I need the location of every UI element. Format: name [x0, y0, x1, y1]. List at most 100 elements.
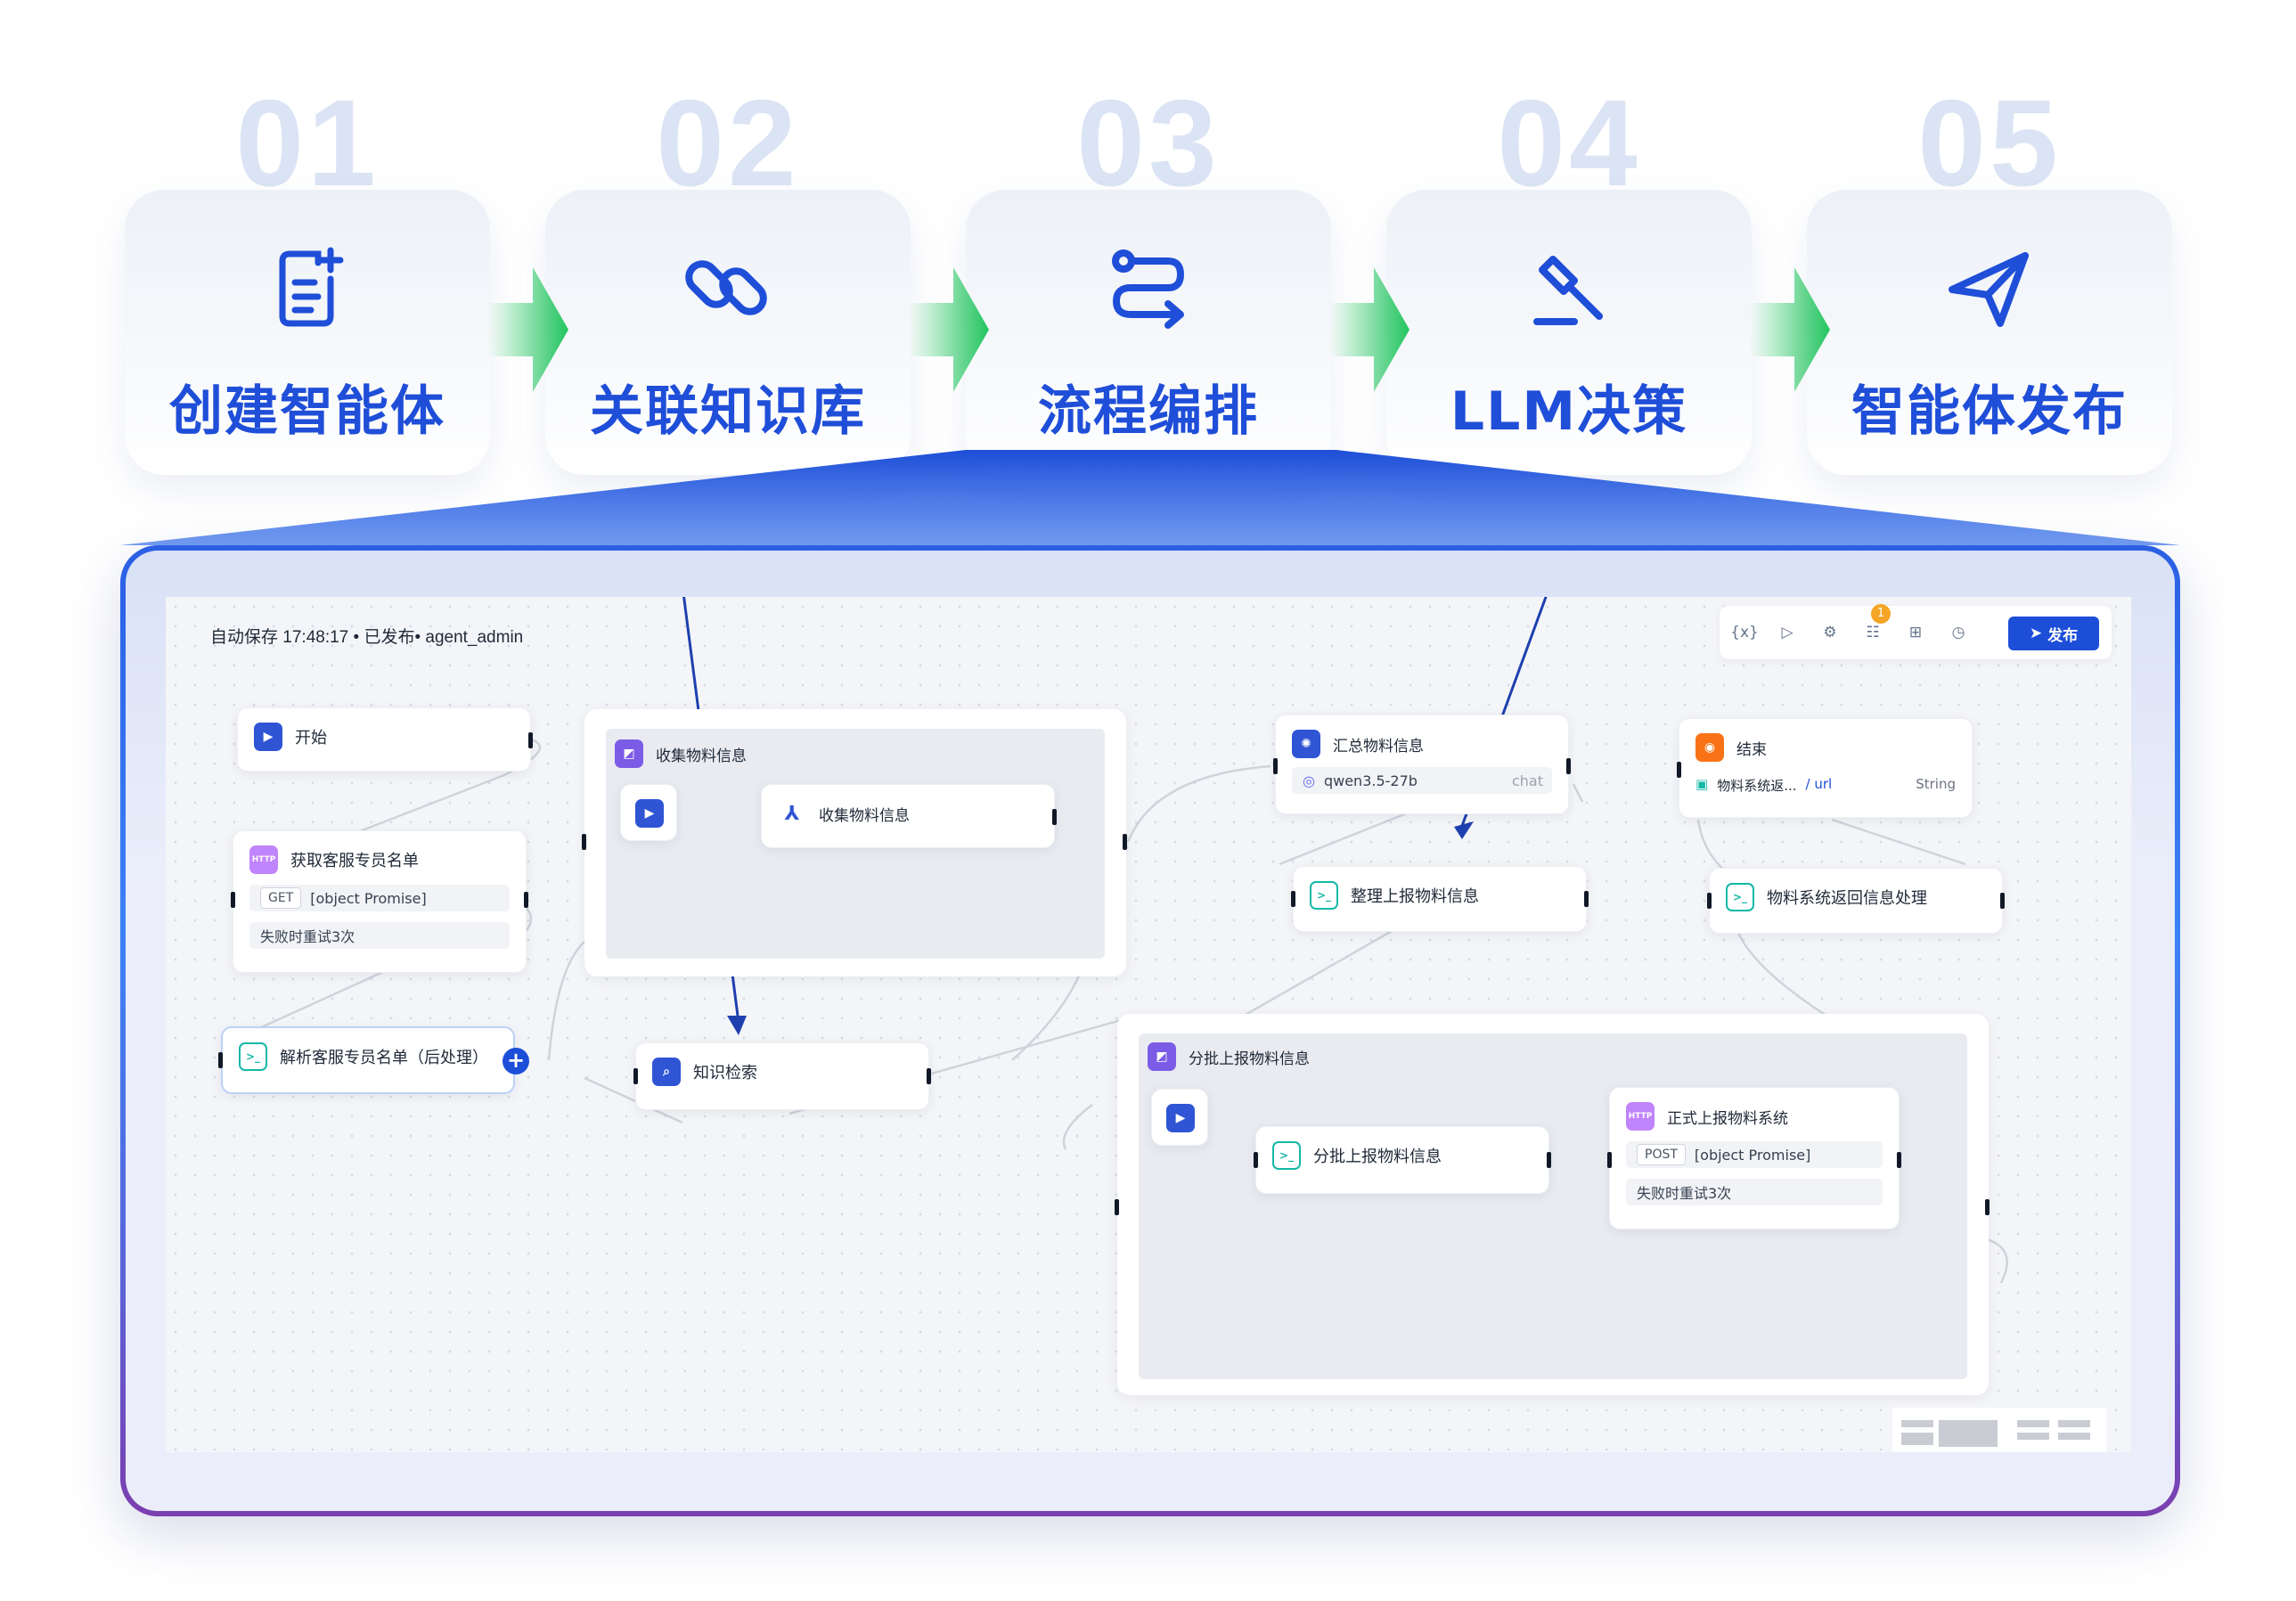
stop-icon: ◉ — [1695, 733, 1724, 762]
output-port[interactable] — [1566, 758, 1571, 774]
send-icon — [1949, 252, 2029, 327]
input-port[interactable] — [231, 892, 235, 908]
retry-row: 失败时重试3次 — [249, 922, 510, 949]
step-title: LLM决策 — [1450, 380, 1688, 443]
output-port[interactable] — [1123, 834, 1127, 850]
node-title: 知识检索 — [693, 1064, 757, 1082]
input-port[interactable] — [1707, 893, 1712, 909]
node-code-batch[interactable]: >_ 分批上报物料信息 — [1254, 1126, 1551, 1194]
variable-icon[interactable]: {x} — [1730, 624, 1759, 641]
step-title: 关联知识库 — [590, 380, 866, 443]
step-card-link-kb: 关联知识库 — [545, 190, 911, 475]
loop-start[interactable]: ▶ — [1151, 1089, 1208, 1146]
publish-label: 发布 — [2047, 626, 2079, 645]
input-port[interactable] — [1291, 891, 1295, 907]
arrow-right-icon — [1750, 267, 1830, 392]
variable-icon: ▣ — [1695, 776, 1709, 792]
node-start[interactable]: ▶ 开始 — [237, 707, 533, 772]
checklist-icon[interactable]: ☷ — [1866, 624, 1880, 641]
code-icon: >_ — [239, 1042, 267, 1071]
autosave-status: 自动保存 17:48:17 • 已发布• agent_admin — [210, 628, 524, 647]
step-title: 流程编排 — [1038, 380, 1259, 443]
node-http-fetch[interactable]: HTTP 获取客服专员名单 GET [object Promise] 失败时重试… — [231, 830, 528, 973]
input-port[interactable] — [1115, 1199, 1119, 1215]
node-title: 分批上报物料信息 — [1189, 1050, 1310, 1068]
http-icon: HTTP — [249, 845, 278, 874]
node-llm-summary[interactable]: ✺ 汇总物料信息 ◎ qwen3.5-27b chat — [1273, 715, 1571, 814]
step-number: 05 — [1917, 75, 2062, 212]
step-card-llm: LLM决策 — [1386, 190, 1752, 475]
output-port[interactable] — [528, 732, 533, 748]
model-mode: chat — [1511, 772, 1543, 789]
output-port[interactable] — [1897, 1152, 1901, 1168]
node-title: 整理上报物料信息 — [1351, 887, 1479, 906]
input-port[interactable] — [1607, 1152, 1612, 1168]
search-doc-icon: ⌕ — [652, 1058, 681, 1086]
step-title: 创建智能体 — [169, 380, 445, 443]
loop-start[interactable]: ▶ — [620, 784, 677, 841]
workflow-editor-frame: 自动保存 17:48:17 • 已发布• agent_admin {x} ▷ ⚙… — [120, 545, 2180, 1516]
output-port[interactable] — [927, 1068, 931, 1084]
publish-button[interactable]: ➤ 发布 — [2008, 617, 2099, 650]
input-port[interactable] — [1273, 758, 1278, 774]
node-knowledge-retrieval[interactable]: ⌕ 知识检索 — [633, 1042, 931, 1110]
play-icon: ▶ — [254, 723, 282, 751]
output-port[interactable] — [1985, 1199, 1990, 1215]
method-tag: GET — [260, 887, 302, 909]
request-row: GET [object Promise] — [249, 885, 510, 911]
output-port[interactable] — [1052, 809, 1057, 825]
output-port[interactable] — [524, 892, 528, 908]
node-code-return[interactable]: >_ 物料系统返回信息处理 — [1707, 868, 2005, 934]
node-code-parse[interactable]: >_ 解析客服专员名单（后处理） — [218, 1026, 515, 1094]
node-code-organize[interactable]: >_ 整理上报物料信息 — [1291, 866, 1589, 932]
code-icon: >_ — [1310, 881, 1338, 910]
step-number: 04 — [1497, 75, 1641, 212]
note-add-icon — [279, 247, 344, 327]
node-title: 物料系统返回信息处理 — [1767, 889, 1927, 908]
minimap[interactable] — [1892, 1408, 2106, 1452]
node-title: 结束 — [1736, 740, 1767, 759]
output-port[interactable] — [2000, 893, 2005, 909]
run-icon[interactable]: ▷ — [1781, 624, 1793, 641]
end-output-row: ▣ 物料系统返... / url String — [1695, 776, 1956, 795]
debug-icon[interactable]: ⚙ — [1823, 624, 1837, 641]
input-port[interactable] — [582, 834, 586, 850]
code-icon: >_ — [1272, 1141, 1301, 1170]
notification-badge: 1 — [1871, 604, 1891, 624]
node-title: 收集物料信息 — [656, 747, 747, 765]
step-card-orchestrate: 流程编排 — [966, 190, 1331, 475]
loop-icon: ◩ — [615, 739, 643, 768]
loop-icon: ◩ — [1148, 1042, 1176, 1071]
play-icon: ▶ — [635, 799, 664, 828]
arrow-right-icon — [909, 267, 989, 392]
history-icon[interactable]: ◷ — [1951, 624, 1965, 641]
add-node-button[interactable]: + — [503, 1048, 529, 1074]
input-port[interactable] — [1254, 1152, 1258, 1168]
editor-toolbar: {x} ▷ ⚙ ☷ 1 ⊞ ◷ ➤ 发布 — [1720, 604, 2112, 659]
apps-icon[interactable]: ⊞ — [1908, 624, 1923, 641]
node-title: 解析客服专员名单（后处理） — [280, 1049, 488, 1067]
node-http-report[interactable]: HTTP 正式上报物料系统 POST [object Promise] 失败时重… — [1607, 1087, 1901, 1229]
node-end[interactable]: ◉ 结束 ▣ 物料系统返... / url String — [1677, 718, 1973, 818]
node-loop-batch[interactable]: ◩ 分批上报物料信息 ▶ >_ 分批上报物料信息 HTTP — [1115, 1014, 1990, 1395]
retry-row: 失败时重试3次 — [1626, 1179, 1883, 1205]
input-port[interactable] — [633, 1068, 638, 1084]
link-icon — [685, 260, 767, 315]
node-title: 开始 — [295, 729, 327, 747]
http-icon: HTTP — [1626, 1102, 1655, 1131]
step-number: 03 — [1076, 75, 1221, 212]
input-port[interactable] — [218, 1052, 223, 1068]
model-icon: ◎ — [1303, 772, 1315, 789]
model-name: qwen3.5-27b — [1323, 772, 1418, 789]
step-card-create-agent: 创建智能体 — [125, 190, 490, 475]
node-loop-collect[interactable]: ◩ 收集物料信息 ▶ ⅄ 收集物料信息 — [582, 709, 1127, 976]
workflow-canvas[interactable]: 自动保存 17:48:17 • 已发布• agent_admin {x} ▷ ⚙… — [166, 597, 2131, 1452]
output-port[interactable] — [1547, 1152, 1551, 1168]
request-row: POST [object Promise] — [1626, 1141, 1883, 1168]
node-llm-collect[interactable]: ⅄ 收集物料信息 — [761, 784, 1057, 848]
output-port[interactable] — [1584, 891, 1589, 907]
send-icon: ➤ — [2029, 625, 2043, 642]
input-port[interactable] — [1677, 762, 1681, 778]
end-path: / url — [1805, 776, 1833, 792]
end-var: 物料系统返... — [1717, 778, 1797, 794]
